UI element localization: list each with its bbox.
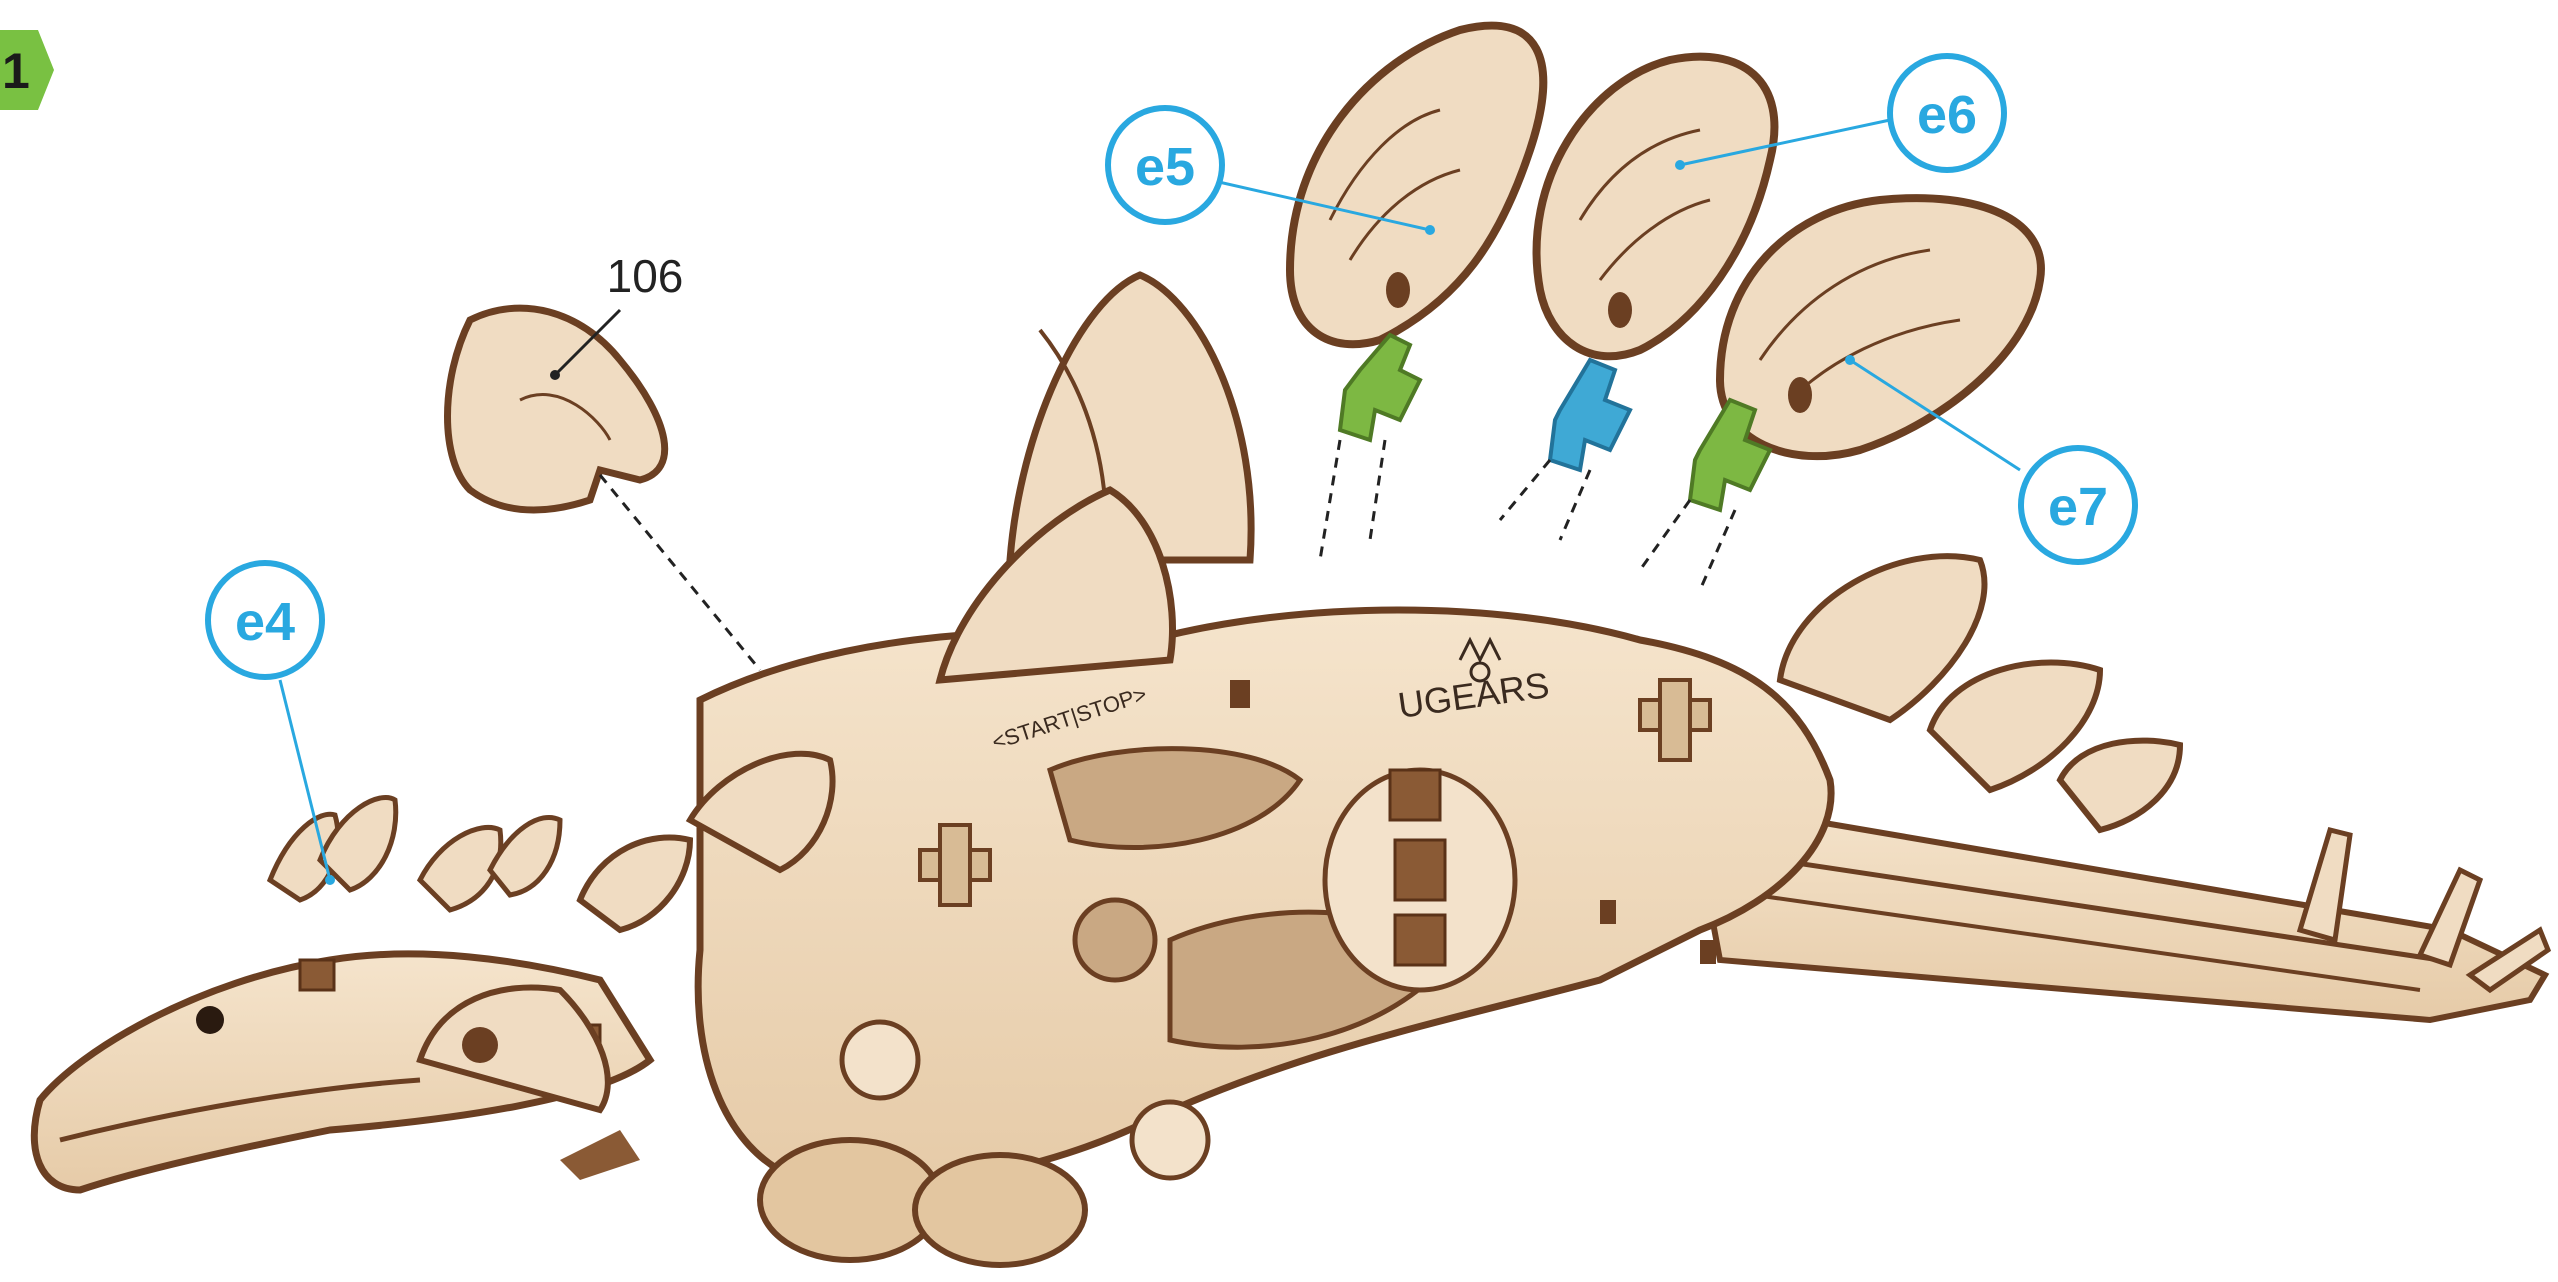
connector-e5 [1320, 335, 1420, 560]
callout-e7-label: e7 [2048, 477, 2108, 537]
callout-e5: e5 [1108, 108, 1222, 222]
plate-e7 [1720, 198, 2041, 456]
step-badge: 1 [0, 30, 54, 110]
rear-plates [1780, 556, 2180, 830]
callout-e6: e6 [1890, 56, 2004, 170]
head [34, 798, 650, 1191]
step-number: 1 [2, 43, 30, 99]
body-panel: UGEARS <START|STOP> [698, 610, 1831, 1186]
part-106-label: 106 [607, 250, 684, 302]
connector-e6 [1500, 360, 1630, 540]
callout-e4-label: e4 [235, 592, 295, 652]
callout-e4: e4 [208, 563, 322, 677]
connector-e7 [1640, 400, 1770, 590]
callout-e5-label: e5 [1135, 137, 1195, 197]
part-106-plate [448, 308, 761, 670]
callout-e6-label: e6 [1917, 85, 1977, 145]
plate-e5 [1290, 26, 1543, 345]
callout-e7: e7 [2021, 448, 2135, 562]
